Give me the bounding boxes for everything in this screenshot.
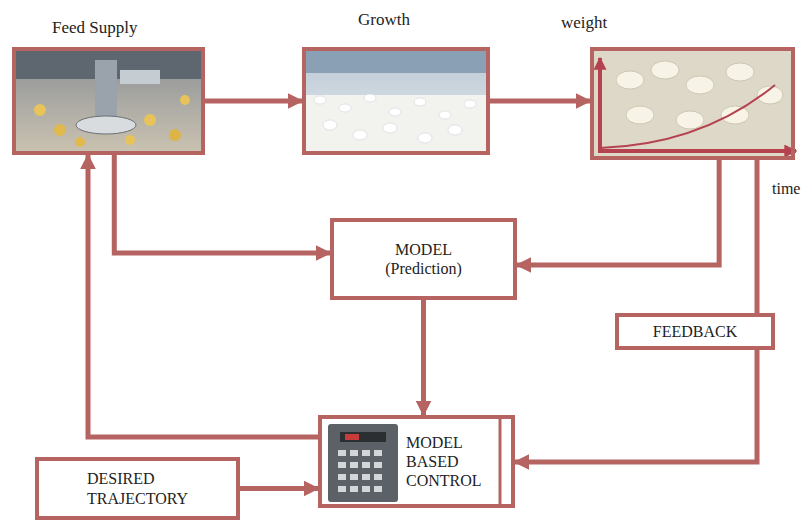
feed-photo-box: Feed Supply: [12, 47, 205, 155]
photo-heading: weight: [561, 13, 607, 33]
weight-chart-photo: [594, 51, 796, 156]
feedback-box: FEEDBACK: [615, 313, 775, 350]
box-text: (Prediction): [385, 259, 461, 278]
box-text: MODEL BASED CONTROL: [406, 433, 482, 491]
axis-label: time: [772, 180, 800, 198]
box-text: DESIRED TRAJECTORY: [87, 469, 188, 507]
flow-arrow: [114, 155, 330, 253]
box-text: FEEDBACK: [653, 322, 737, 341]
photo-heading: Growth: [358, 10, 410, 30]
photo-heading: Feed Supply: [52, 18, 137, 38]
model-box: MODEL(Prediction): [330, 218, 517, 300]
trajectory-box: DESIRED TRAJECTORY: [35, 457, 240, 520]
feeder-photo: [16, 51, 201, 151]
flow-arrow: [421, 300, 426, 415]
flow-arrow: [517, 160, 719, 265]
flow-arrow: [88, 155, 318, 437]
growth-photo-box: Growth: [302, 47, 490, 155]
control-box: MODEL BASED CONTROL: [318, 415, 515, 508]
controller-device: [328, 424, 398, 502]
flow-arrow: [240, 486, 318, 491]
weight-photo-box: weight: [590, 47, 795, 160]
double-border: [499, 417, 502, 506]
flow-arrow: [205, 99, 302, 104]
barn-photo: [306, 51, 486, 151]
box-text: MODEL: [395, 240, 452, 259]
flow-arrow: [515, 350, 757, 462]
flow-arrow: [490, 99, 590, 104]
flow-arrow: [755, 160, 760, 313]
